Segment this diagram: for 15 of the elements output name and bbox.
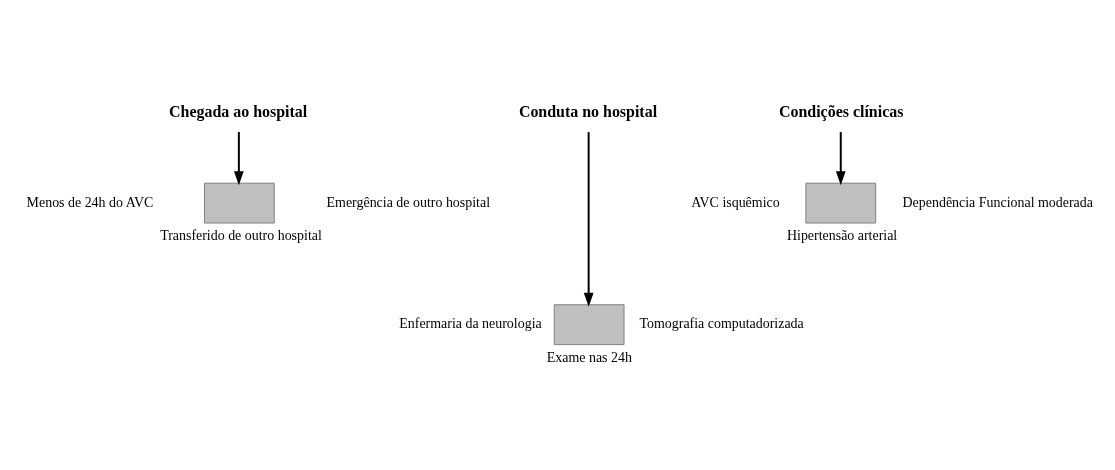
node-label: Tomografia computadorizada: [639, 315, 804, 331]
node-label: Hipertensão arterial: [786, 227, 898, 243]
arrow: [583, 130, 594, 307]
node-label: Transferido de outro hospital: [160, 227, 322, 243]
node-text: Condições clínicas: [778, 102, 904, 120]
node-label: Menos de 24h do AVC: [26, 194, 154, 210]
node-label: Exame nas 24h: [546, 349, 632, 365]
node-label: Dependência Funcional moderada: [902, 194, 1093, 210]
node-text: Chegada ao hospital: [169, 102, 308, 120]
node-label: AVC isquêmico: [691, 194, 780, 210]
node-label: Enfermaria da neurologia: [399, 315, 542, 331]
node-text: Conduta no hospital: [518, 102, 658, 120]
arrow: [233, 130, 244, 185]
node-label: Emergência de outro hospital: [326, 194, 491, 210]
arrow: [835, 130, 846, 185]
